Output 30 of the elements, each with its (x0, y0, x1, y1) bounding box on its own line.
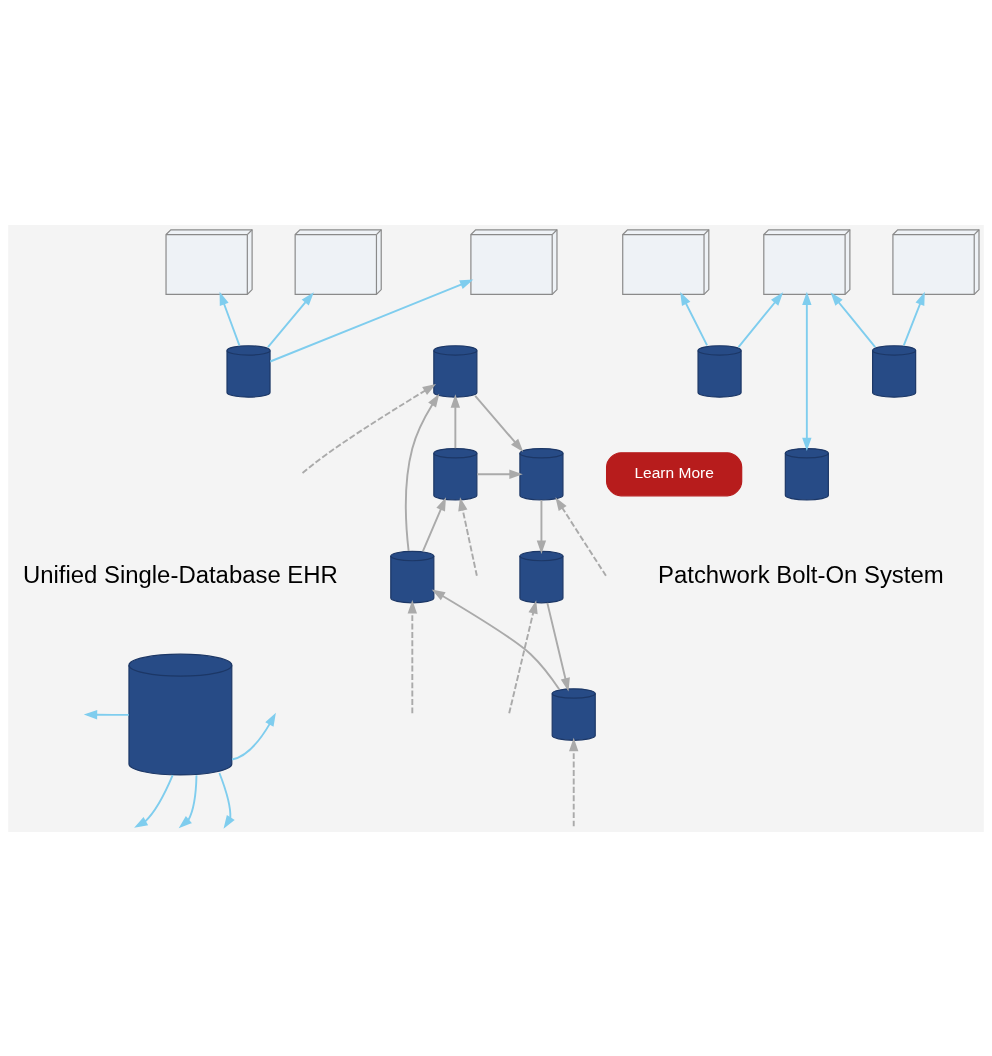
arrow (83, 709, 130, 719)
arrow (407, 599, 417, 714)
arrow (178, 773, 198, 828)
arrow (267, 291, 314, 348)
arrow (474, 394, 524, 452)
arrow (830, 291, 877, 348)
arrow (536, 498, 547, 554)
arrow (269, 279, 474, 362)
arrow (902, 291, 925, 346)
arrow (737, 291, 784, 348)
arrow (404, 393, 440, 552)
node-box: Learn More (606, 451, 743, 496)
arrow (569, 737, 579, 827)
arrow (458, 496, 478, 577)
arrow (802, 291, 812, 451)
arrow (450, 393, 461, 449)
arrow (508, 599, 538, 714)
arrow (231, 712, 276, 760)
arrow (476, 469, 523, 479)
arrow (422, 496, 446, 552)
arrow (219, 291, 241, 346)
label: Patchwork Bolt-On System (658, 560, 944, 588)
arrow (680, 291, 709, 346)
arrow (301, 383, 437, 474)
arrow (431, 589, 561, 690)
arrow (218, 771, 235, 829)
label: Unified Single-Database EHR (22, 560, 338, 588)
arrow (546, 601, 570, 691)
arrow (555, 496, 607, 577)
arrow (134, 773, 174, 828)
